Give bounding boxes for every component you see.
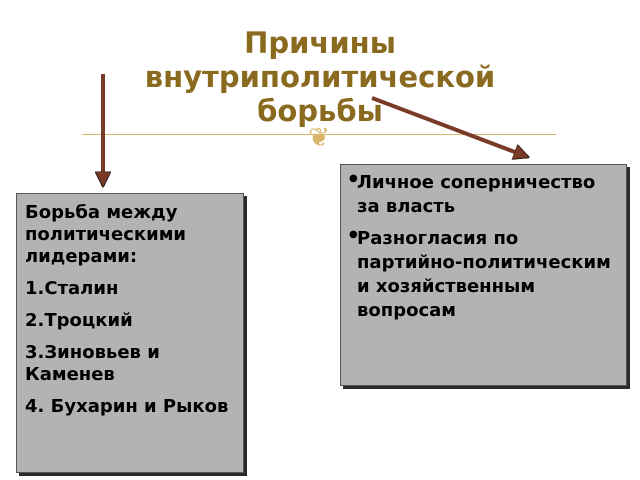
title-line-1: Причины <box>244 26 396 60</box>
leader-item: 4. Бухарин и Рыков <box>25 396 229 417</box>
leaders-heading: Борьба между политическими лидерами: <box>25 202 187 267</box>
reasons-box: ● Личное соперничество за власть ● Разно… <box>340 164 627 386</box>
bullet-icon: ● <box>349 229 358 240</box>
scroll-ornament-icon: ❦ <box>308 123 330 153</box>
diagram-title: Причины внутриполитической борьбы <box>110 26 530 128</box>
leader-item: 1.Сталин <box>25 278 119 299</box>
reason-text: Личное соперничество за власть <box>357 172 596 217</box>
title-divider <box>82 134 556 135</box>
title-line-2: внутриполитической <box>144 60 496 94</box>
political-leaders-box: Борьба между политическими лидерами: 1.С… <box>16 193 244 473</box>
reasons-list: ● Личное соперничество за власть ● Разно… <box>349 171 620 323</box>
title-line-3: борьбы <box>257 94 383 128</box>
leader-item: 3.Зиновьев и Каменев <box>25 342 160 385</box>
bullet-icon: ● <box>349 173 358 184</box>
reason-text: Разногласия по партийно-политическим и х… <box>357 228 611 321</box>
leader-item: 2.Троцкий <box>25 310 133 331</box>
reason-item: ● Личное соперничество за власть <box>349 171 620 219</box>
reason-item: ● Разногласия по партийно-политическим и… <box>349 227 620 323</box>
arrow-right-down <box>371 96 528 157</box>
